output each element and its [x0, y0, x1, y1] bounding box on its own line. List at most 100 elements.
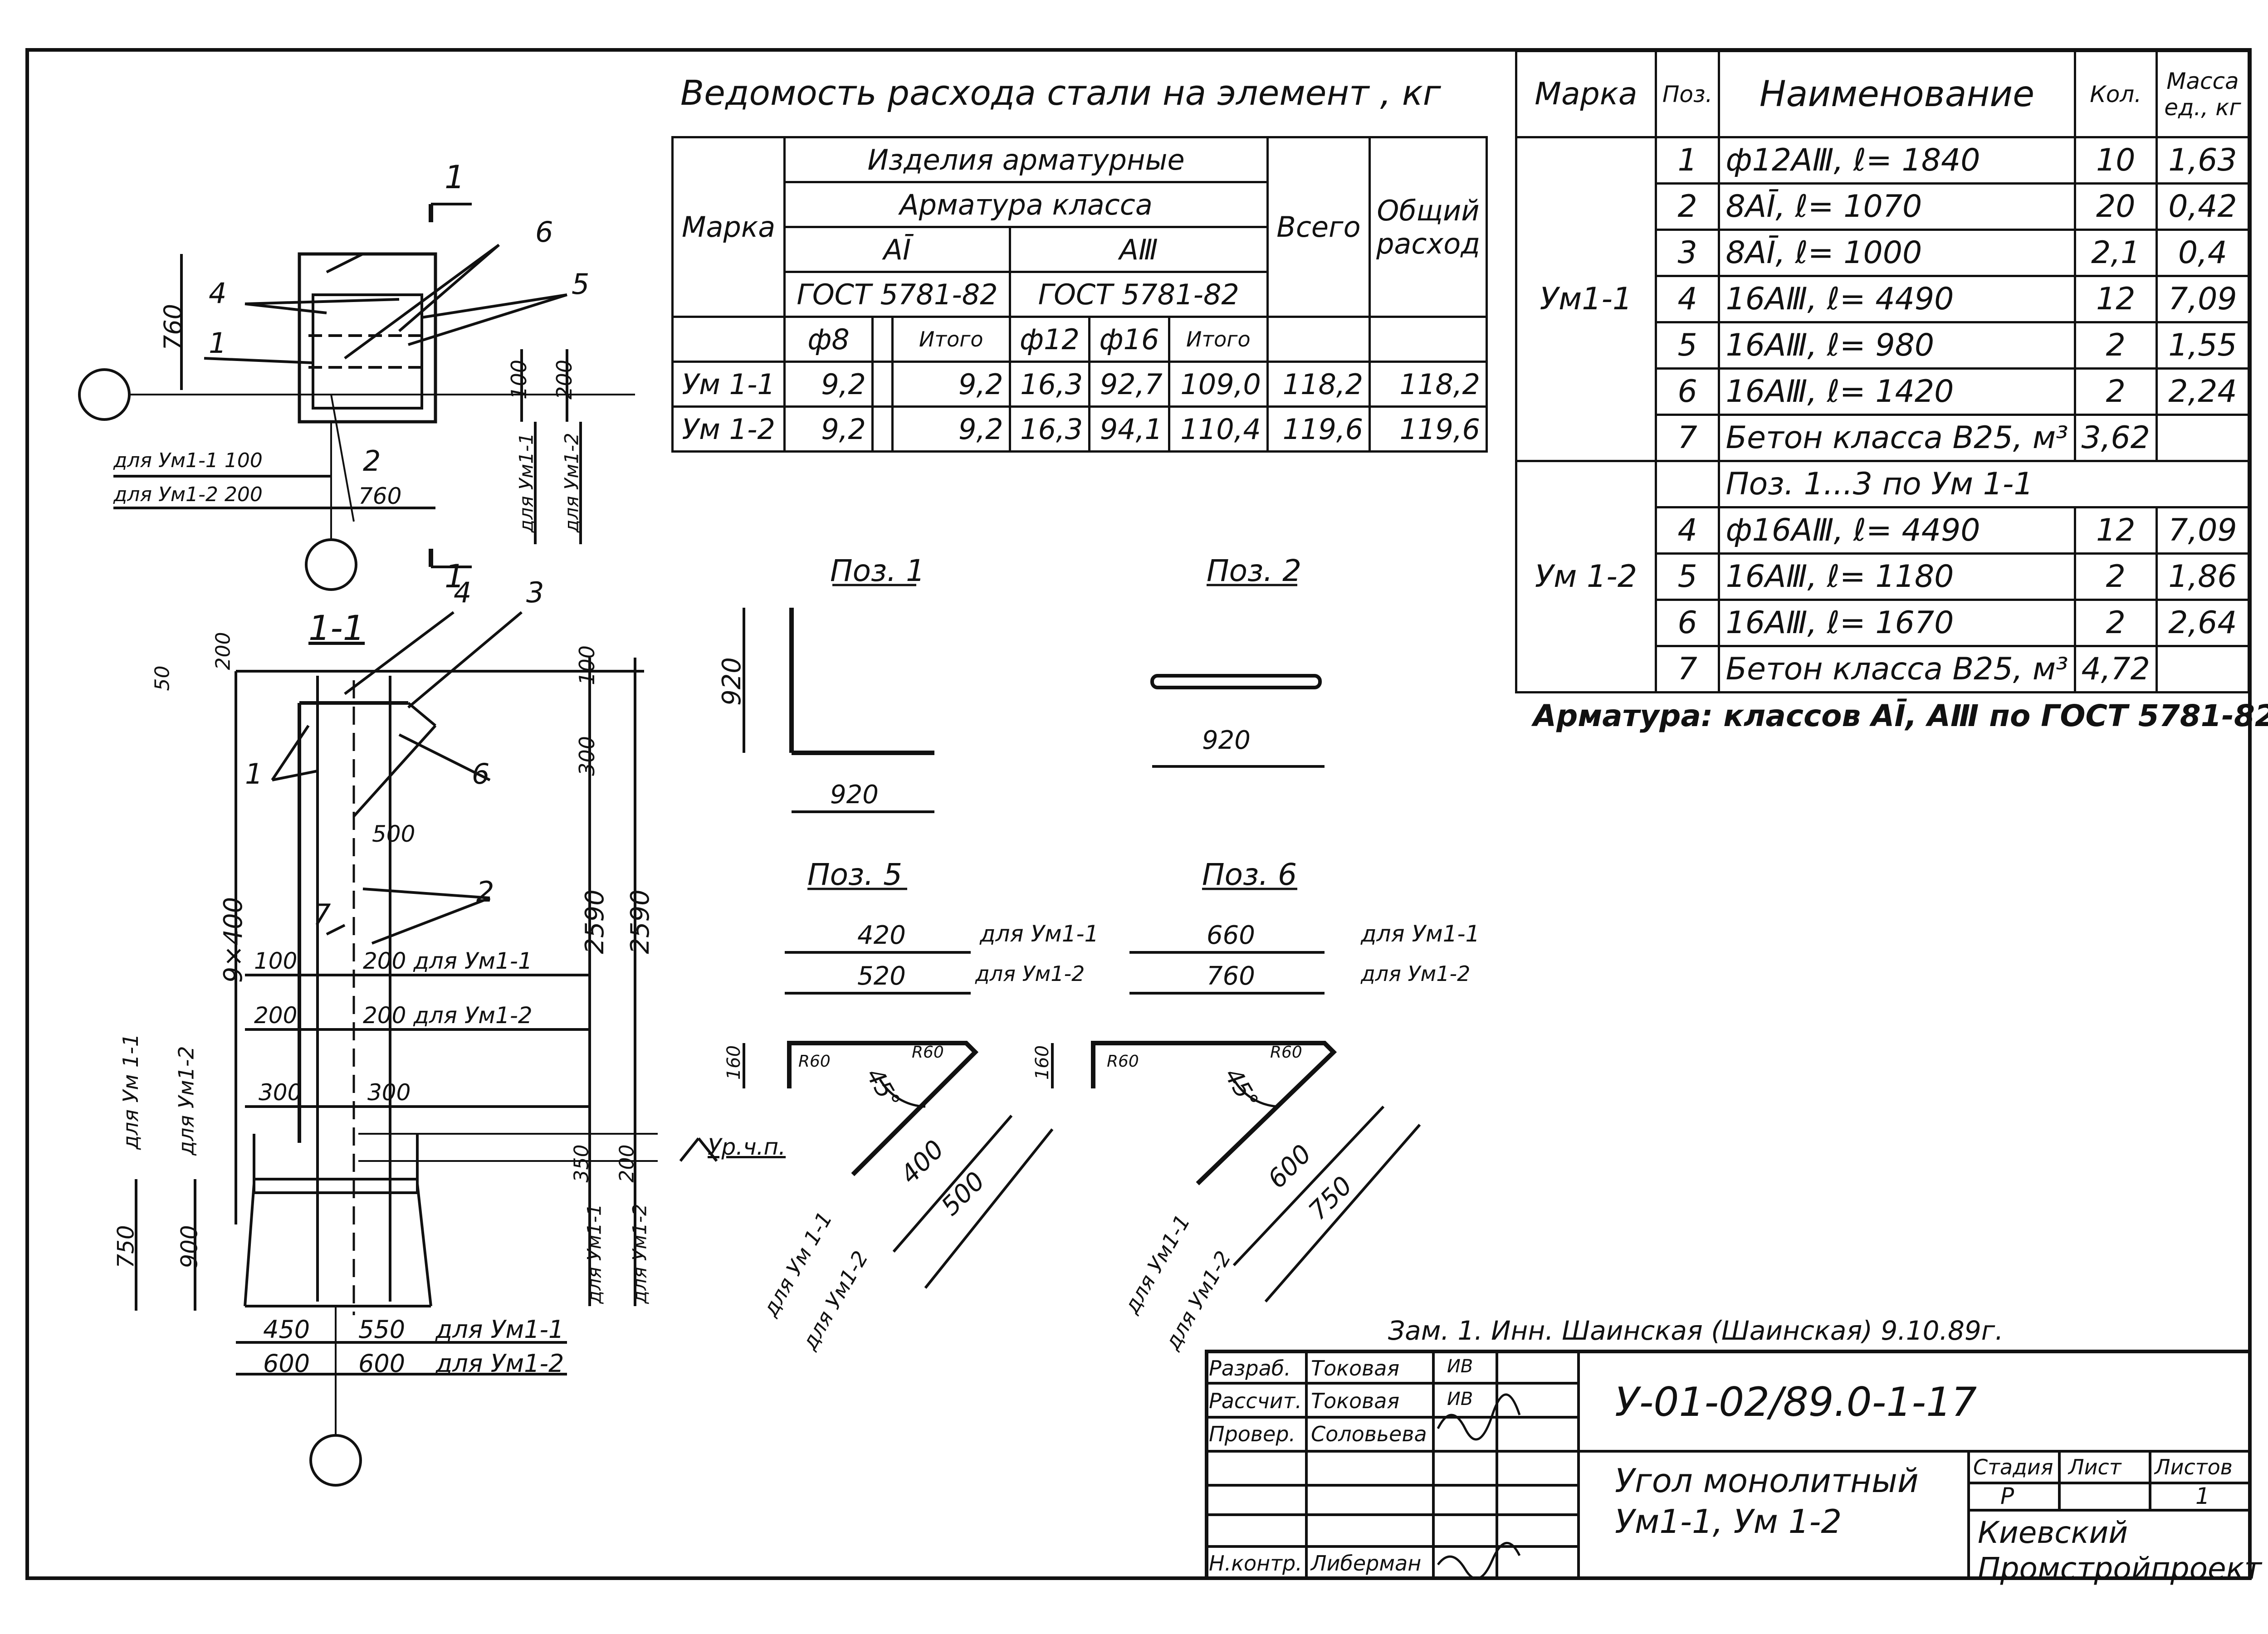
dim-label: 2590 — [580, 889, 610, 954]
spec-cell: 4,72 — [2073, 645, 2158, 693]
spec-cell: 7,09 — [2155, 275, 2250, 323]
dim-label: для Ум1-2 — [435, 1349, 564, 1378]
steel-cell: 110,4 — [1168, 405, 1269, 453]
steel-cell — [871, 361, 894, 408]
spec-cell: 2 — [2073, 552, 2158, 601]
callout-1: 1 — [245, 757, 263, 790]
spec-group-2: Ум 1-2 — [1515, 460, 1657, 693]
stamp-name: Соловьева — [1311, 1422, 1427, 1446]
stamp-sheets-label: Листов — [2155, 1455, 2233, 1479]
table-row: 4 16АⅢ, ℓ= 4490 12 7,09 — [1516, 275, 2250, 323]
callout-4: 4 — [454, 576, 472, 609]
steel-cell: 109,0 — [1168, 361, 1269, 408]
dim-label: R60 — [1270, 1043, 1302, 1062]
steel-cell: 9,2 — [891, 405, 1011, 453]
spec-cell: 0,4 — [2155, 229, 2250, 277]
dim-label: 2590 — [625, 889, 655, 954]
steel-cell: Ум 1-1 — [671, 361, 786, 408]
dim-label: 350 — [570, 1144, 593, 1183]
dim-label: 760 — [358, 483, 402, 509]
pos-2-label: Поз. 2 — [1207, 553, 1302, 588]
dim-label: 600 — [358, 1349, 406, 1378]
spec-cell: Бетон класса В25, м³ — [1718, 414, 2076, 462]
change-note: Зам. 1. Инн. Шаинская (Шаинская) 9.10.89… — [1388, 1315, 2004, 1346]
spec-cell: 16АⅢ, ℓ= 1670 — [1718, 599, 2076, 647]
dim-label: R60 — [912, 1043, 944, 1062]
dim-label: 50 — [151, 665, 174, 691]
dim-label: 200 — [615, 1144, 639, 1183]
dim-label: 200 — [254, 1002, 298, 1029]
steel-header-a3: АⅢ — [1008, 226, 1269, 273]
spec-cell: 2,64 — [2155, 599, 2250, 647]
steel-sub-empty — [671, 316, 786, 363]
steel-sub-d16: ф16 — [1088, 316, 1170, 363]
spec-cell: 2 — [2073, 321, 2158, 370]
pos-1-label: Поз. 1 — [830, 553, 925, 588]
spec-cell: 20 — [2073, 182, 2158, 231]
dim-label: для Ум1-1 — [113, 449, 218, 472]
spec-cell: 2 — [1654, 182, 1721, 231]
spec-cell: 16АⅢ, ℓ= 4490 — [1718, 275, 2076, 323]
steel-header-products: Изделия арматурные — [783, 136, 1269, 183]
stamp-signature: ИВ — [1447, 1356, 1473, 1377]
steel-header-a1: АĪ — [783, 226, 1011, 273]
table-row: 7 Бетон класса В25, м³ 3,62 — [1516, 414, 2250, 462]
table-row: 5 16АⅢ, ℓ= 1180 2 1,86 — [1516, 552, 2250, 601]
steel-cell: 16,3 — [1008, 405, 1091, 453]
stamp-signature: ИВ — [1447, 1389, 1473, 1410]
stamp-stage: Р — [2000, 1483, 2014, 1509]
stamp-label: Разраб. — [1209, 1356, 1291, 1380]
spec-cell: 4 — [1654, 275, 1721, 323]
section-mark: 1 — [445, 558, 465, 595]
spec-cell: 5 — [1654, 321, 1721, 370]
steel-cell: 9,2 — [783, 405, 874, 453]
dim-label: 760 — [159, 303, 188, 351]
section-label: 1-1 — [308, 608, 365, 648]
dim-label: R60 — [798, 1052, 831, 1071]
stamp-name: Токовая — [1311, 1356, 1400, 1380]
pos-6-label: Поз. 6 — [1202, 857, 1297, 892]
callout-6: 6 — [535, 215, 553, 249]
table-row: 5 16АⅢ, ℓ= 980 2 1,55 — [1516, 321, 2250, 370]
steel-sub-total2: Итого — [1168, 316, 1269, 363]
callout-2: 2 — [476, 875, 494, 908]
table-row: Ум 1-2 Поз. 1...3 по Ум 1-1 — [1515, 460, 2250, 693]
spec-cell: 1,55 — [2155, 321, 2250, 370]
spec-cell: 1,63 — [2155, 136, 2250, 185]
drawing-code: У-01-02/89.0-1-17 — [1615, 1379, 1977, 1425]
signature-prover — [1437, 1393, 1521, 1441]
steel-cell: 94,1 — [1088, 405, 1170, 453]
dim-label: для Ум1-2 — [113, 483, 218, 506]
section-mark: 1 — [445, 159, 465, 196]
spec-cell: 7 — [1654, 645, 1721, 693]
spec-cell: 16АⅢ, ℓ= 1420 — [1718, 367, 2076, 416]
pos-5-label: Поз. 5 — [807, 857, 903, 892]
steel-cell: 119,6 — [1266, 405, 1371, 453]
table-row: Ум 1-2 9,2 9,2 16,3 94,1 110,4 119,6 119… — [671, 405, 1488, 453]
spec-header-name: Наименование — [1718, 50, 2076, 138]
dim-label: 200 — [224, 483, 263, 506]
dim-label: 660 — [1207, 921, 1255, 950]
specification-table: Марка Поз. Наименование Кол. Масса ед., … — [1515, 50, 2250, 693]
spec-cell: 7,09 — [2155, 506, 2250, 555]
spec-cell: 0,42 — [2155, 182, 2250, 231]
dim-label: 420 — [857, 921, 906, 950]
dim-label: 200 для Ум1-2 — [363, 1002, 533, 1029]
spec-cell: 8АĪ, ℓ= 1070 — [1718, 182, 2076, 231]
spec-cell: 2,24 — [2155, 367, 2250, 416]
callout-7: 7 — [313, 898, 331, 931]
spec-cell: 8АĪ, ℓ= 1000 — [1718, 229, 2076, 277]
dim-label: для Ум1-2 — [975, 961, 1085, 986]
spec-cell: 12 — [2073, 506, 2158, 555]
spec-cell: Бетон класса В25, м³ — [1718, 645, 2076, 693]
spec-cell — [2155, 645, 2250, 693]
dim-label: для Ум1-1 — [435, 1315, 564, 1344]
dim-label: 9×400 — [219, 897, 249, 983]
dim-label: 500 — [372, 821, 415, 847]
spec-cell: 16АⅢ, ℓ= 1180 — [1718, 552, 2076, 601]
steel-cell: 16,3 — [1008, 361, 1091, 408]
dim-label: 920 — [717, 657, 747, 706]
steel-sub-total1: Итого — [891, 316, 1011, 363]
spec-cell — [1654, 460, 1721, 508]
